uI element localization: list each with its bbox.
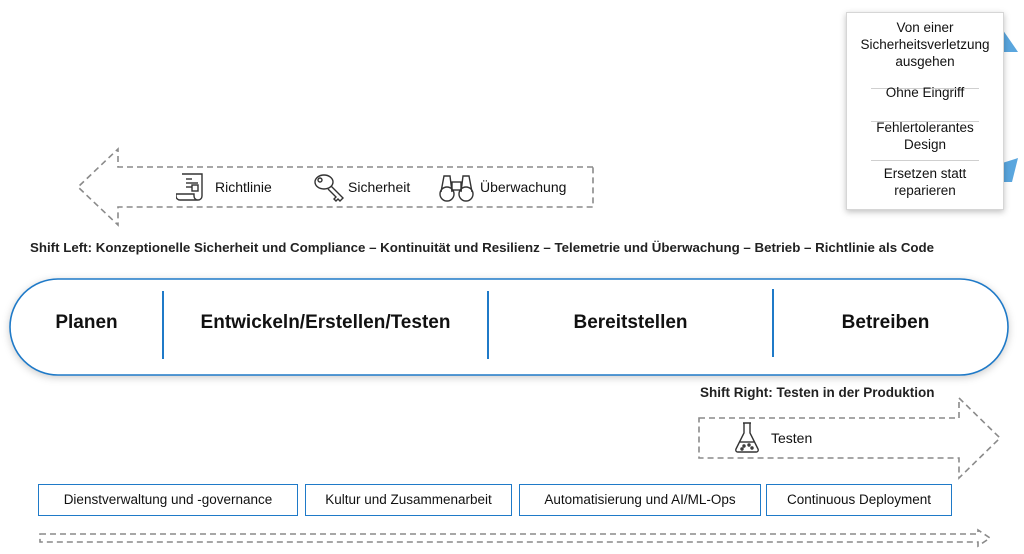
capability-continuous-deployment: Continuous Deployment xyxy=(766,484,952,516)
principles-card: Von einer Sicherheitsverletzung ausgehen… xyxy=(846,12,1004,210)
principle-replace-not-repair: Ersetzen statt reparieren xyxy=(883,166,967,198)
card-divider xyxy=(871,88,979,89)
tool-testing-label: Testen xyxy=(771,430,813,446)
key-icon xyxy=(314,174,344,202)
card-divider xyxy=(871,160,979,161)
shift-left-caption: Shift Left: Konzeptionelle Sicherheit un… xyxy=(30,240,935,255)
capability-culture-collaboration: Kultur und Zusammenarbeit xyxy=(305,484,512,516)
phase-develop: Entwickeln/Erstellen/Testen xyxy=(200,312,451,333)
capability-service-governance: Dienstverwaltung und -governance xyxy=(38,484,298,516)
phase-operate: Betreiben xyxy=(841,312,930,333)
principle-no-touch: Ohne Eingriff xyxy=(885,85,965,100)
shift-right-arrow xyxy=(698,396,1002,480)
binoculars-icon xyxy=(439,175,474,202)
flask-icon xyxy=(735,422,759,453)
tool-security-label: Sicherheit xyxy=(348,179,411,195)
shift-right-caption: Shift Right: Testen in der Produktion xyxy=(700,385,935,400)
principle-fault-tolerant: Fehlertolerantes Design xyxy=(876,120,974,152)
phase-plan: Planen xyxy=(55,312,118,333)
tool-policy-label: Richtlinie xyxy=(215,179,272,195)
capability-automation-aiml: Automatisierung und AI/ML-Ops xyxy=(519,484,761,516)
pipeline-pill xyxy=(9,278,1009,376)
tool-monitoring-label: Überwachung xyxy=(480,179,567,195)
principle-assume-breach: Von einer Sicherheitsverletzung ausgehen xyxy=(860,20,990,69)
shift-left-arrow xyxy=(76,147,594,227)
card-divider xyxy=(871,121,979,122)
phase-deploy: Bereitstellen xyxy=(573,312,688,333)
bottom-continuous-arrow xyxy=(39,528,992,548)
scroll-icon xyxy=(176,173,203,201)
